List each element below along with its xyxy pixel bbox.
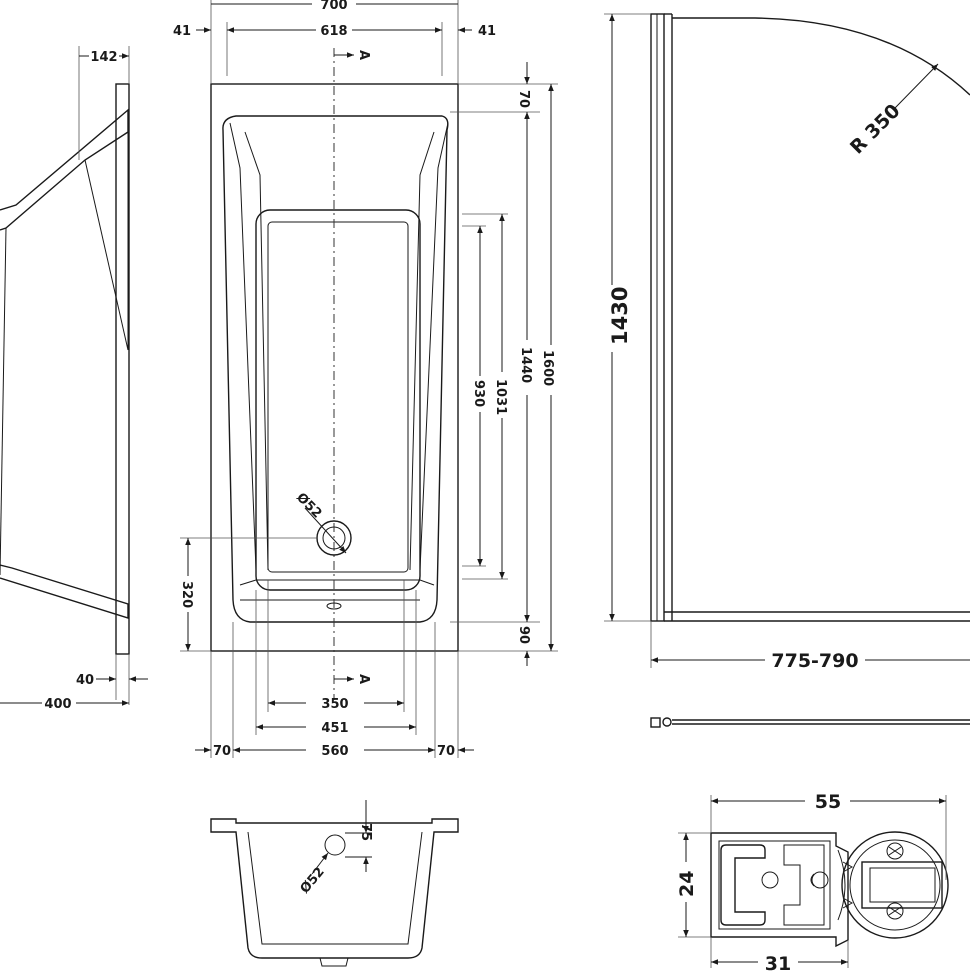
plan-rim-right-label: 70 (437, 744, 455, 759)
plan-edge-right-label: 41 (478, 24, 496, 39)
plan-bowl-slope-inner (244, 131, 435, 571)
side-end-panel (115, 83, 130, 655)
section-view: 75 Ø52 (210, 800, 459, 967)
profile-inner-width-label: 31 (765, 953, 791, 971)
bath-screen: R 350 1430 775-790 (604, 13, 970, 728)
section-overflow-height-label: 75 (358, 823, 373, 841)
side-depth-label: 142 (90, 50, 117, 65)
plan-waste-inner (322, 526, 346, 550)
profile-height-label: 24 (676, 871, 698, 897)
plan-view: Ø52 A A 700 41 618 41 70 1440 90 (173, 0, 558, 759)
screen-glass-curve (672, 17, 970, 96)
profile-inner-channel (720, 844, 766, 926)
plan-bottom-rim-label: 90 (516, 626, 531, 644)
section-overflow-diameter-label: Ø52 (298, 865, 328, 897)
profile-width-label: 55 (815, 791, 841, 813)
plan-top-rim-label: 70 (516, 90, 531, 108)
screen-height-label: 1430 (608, 287, 632, 345)
plan-inner-length-label: 1440 (518, 347, 533, 383)
plan-base-inner-width-label: 350 (321, 697, 348, 712)
plan-base-inner-length-label: 930 (471, 380, 486, 407)
plan-overall-length-label: 1600 (540, 350, 555, 386)
section-outline (210, 818, 459, 959)
plan-edge-left-label: 41 (173, 24, 191, 39)
profile-round-connector (841, 831, 949, 939)
screen-width-label: 775-790 (771, 650, 858, 672)
side-elevation: 142 40 400 (0, 46, 148, 712)
side-left-edge (0, 227, 7, 576)
plan-overall-width-label: 700 (320, 0, 347, 13)
section-marker-bottom: A (356, 674, 371, 684)
side-top-edge (0, 108, 129, 231)
plan-base-outer-length-label: 1031 (493, 379, 508, 415)
plan-base-inner (267, 221, 409, 573)
plan-base (255, 209, 421, 591)
side-foot-label: 40 (76, 673, 94, 688)
section-overflow-hole (324, 834, 346, 856)
side-slope-line (84, 159, 129, 351)
section-marker-top: A (356, 50, 371, 60)
side-bottom-edge (0, 564, 129, 619)
side-height-label: 400 (44, 697, 71, 712)
plan-bowl-slope (229, 122, 449, 571)
profile-detail: 55 24 31 (676, 791, 949, 971)
plan-base-outer-width-label: 451 (321, 721, 348, 736)
plan-waste-offset-label: 320 (179, 581, 194, 608)
plan-overflow (326, 602, 342, 610)
screen-plan-hinge (650, 717, 661, 728)
plan-inner-base-width-label: 560 (321, 744, 348, 759)
plan-inner-width-label: 618 (320, 24, 347, 39)
screen-radius-label: R 350 (846, 100, 905, 159)
plan-rim-left-label: 70 (213, 744, 231, 759)
plan-waste-diameter-label: Ø52 (293, 490, 324, 521)
